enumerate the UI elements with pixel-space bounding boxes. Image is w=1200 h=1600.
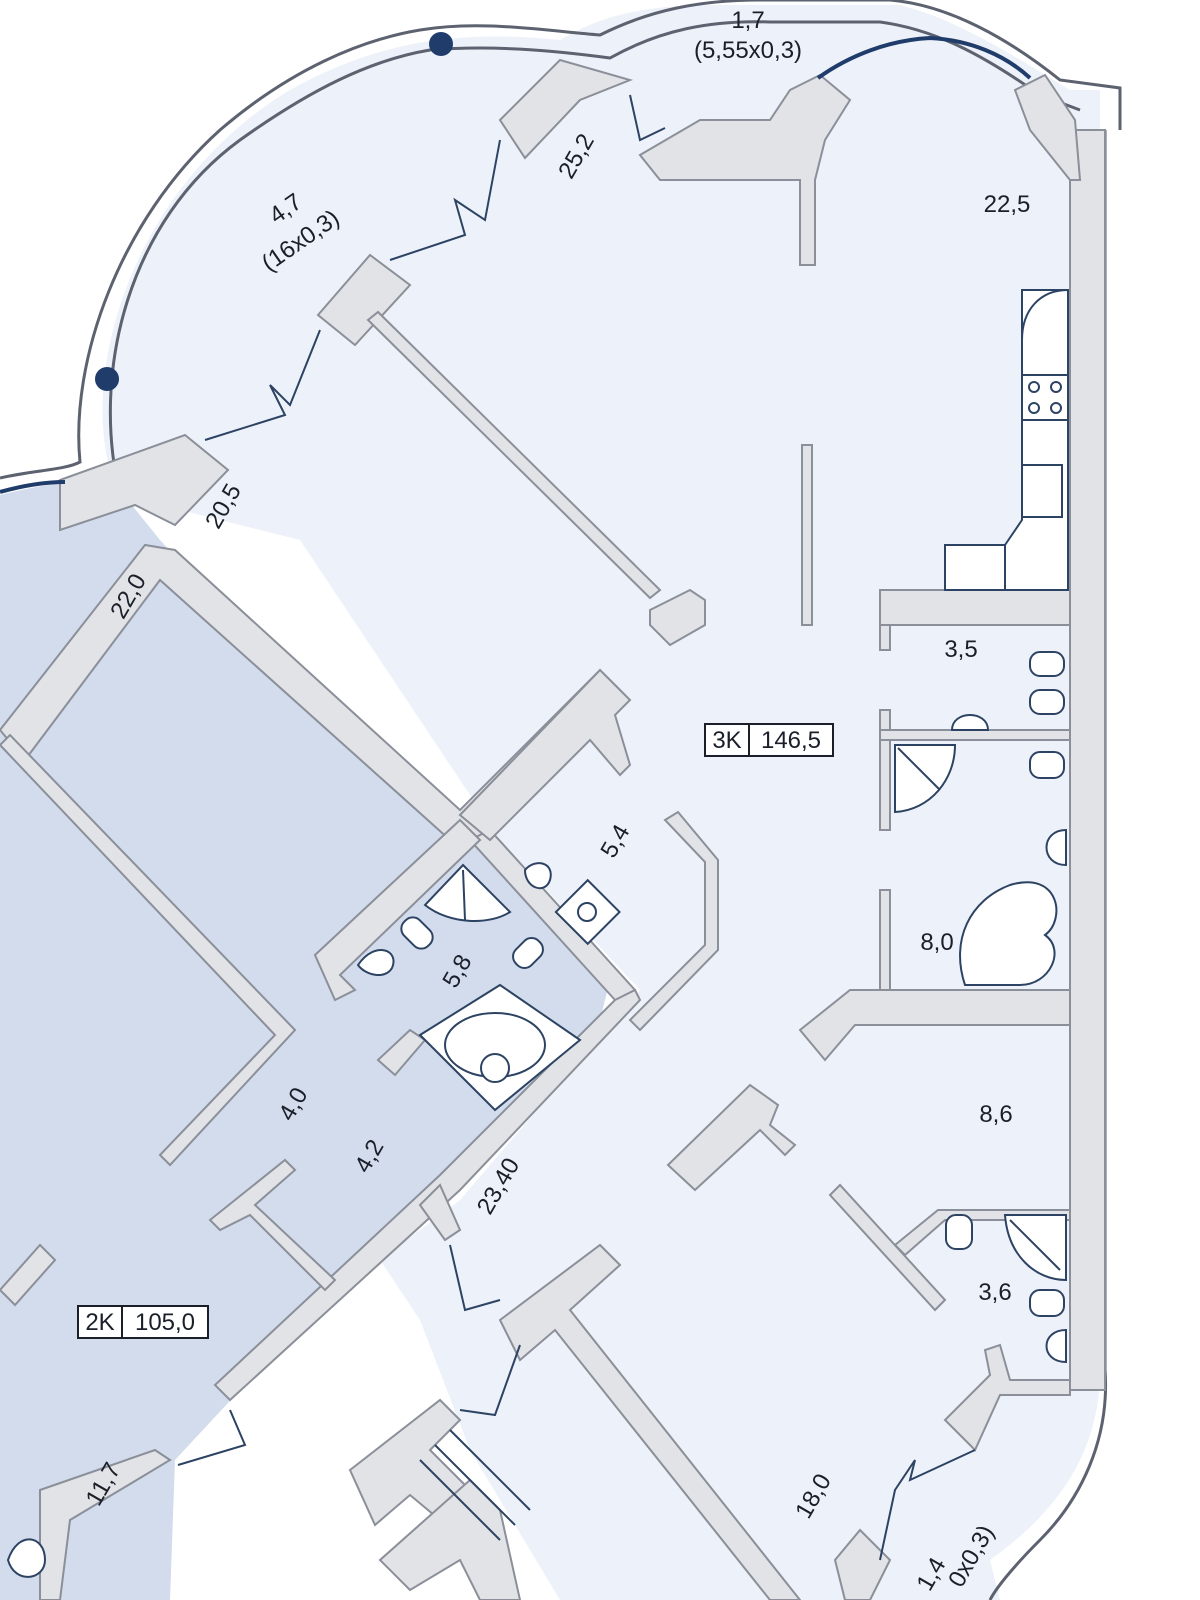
door-2k-exit — [177, 1409, 247, 1466]
wall-11-7-frame — [39, 1448, 172, 1600]
sink-icon — [1029, 1289, 1065, 1317]
room-area-label: 22,5 — [984, 191, 1031, 218]
wall-bottom-pier — [833, 1528, 892, 1600]
wall-entry-block — [498, 1243, 802, 1600]
apartment-type: 3K — [712, 727, 741, 754]
marker-dot-left — [95, 367, 119, 391]
room-area-label: 8,0 — [920, 929, 953, 956]
shower-drain-line — [897, 747, 941, 791]
wall-bath-3-6-frame — [893, 1209, 1071, 1257]
wall-bath-top — [879, 589, 1071, 626]
outer-facade-right — [988, 130, 1108, 1600]
apartment-area: 105,0 — [135, 1309, 195, 1336]
toilet-icon — [512, 937, 544, 969]
wall-2k-corridor — [208, 1158, 337, 1292]
room-area-label: 1,7 — [731, 7, 764, 34]
room-dims-label: (5,55x0,3) — [694, 37, 802, 64]
wall-bath-left-2 — [879, 709, 891, 831]
room-area-label: 3,5 — [944, 636, 977, 663]
wall-5-4-top — [458, 668, 632, 842]
window-left-edge — [0, 480, 66, 494]
kitchen-sink — [1021, 464, 1063, 518]
toilet-icon — [1029, 751, 1065, 779]
door-balcony-4 — [879, 1449, 976, 1561]
wall-bath-mid — [879, 729, 1071, 741]
wall-lower-diag-1 — [828, 1183, 947, 1312]
wall-balcony-pier-3 — [59, 433, 230, 532]
sink-icon — [950, 714, 990, 731]
shower-icon — [423, 863, 512, 922]
shower-drain-line — [462, 869, 466, 921]
wall-arch-right — [1013, 73, 1082, 181]
wall-2k-lower-pier — [0, 1243, 57, 1307]
wall-2k-diagonal — [0, 733, 297, 1167]
marker-dot-top — [429, 32, 453, 56]
shower-drain-line — [1009, 1219, 1061, 1271]
wall-bath-left-3 — [879, 889, 891, 991]
wall-lower-right — [943, 1343, 1071, 1452]
wall-balcony-pier-1 — [498, 58, 634, 160]
sink-icon — [1045, 1328, 1067, 1364]
wall-lower-pier-1 — [666, 1083, 797, 1192]
apartment-area: 146,5 — [761, 727, 821, 754]
room-area-label: 8,6 — [979, 1101, 1012, 1128]
wall-2k-bottom-diag — [418, 1183, 462, 1242]
stove-burner-icon — [1050, 402, 1062, 414]
wall-kitchen-divider — [801, 444, 813, 626]
stove-burner-icon — [1028, 402, 1040, 414]
sink-icon — [356, 949, 395, 976]
apartment-badge-3k: 3K 146,5 — [704, 723, 834, 757]
apartment-badge-2k: 2K 105,0 — [77, 1305, 209, 1339]
wall-arch-left — [638, 73, 852, 266]
outer-facade-inner — [108, 20, 1081, 496]
wall-exterior-right — [1069, 129, 1106, 1391]
door-entry-2 — [459, 1344, 521, 1417]
outer-facade-outline — [0, 0, 1122, 480]
stove-burner-icon — [1050, 381, 1062, 393]
sink-icon — [1045, 828, 1067, 867]
window-balcony-arch — [816, 35, 1032, 80]
stove-burner-icon — [1028, 381, 1040, 393]
sink-icon — [523, 862, 552, 890]
wall-balcony-pier-2 — [316, 253, 412, 347]
step-lines — [419, 1429, 531, 1541]
bathtub-icon — [959, 881, 1058, 986]
wall-bath-bottom — [798, 989, 1071, 1062]
sink-icon — [6, 1538, 47, 1578]
kitchen-counter-curve — [1021, 289, 1069, 341]
wall-pier-mid — [649, 588, 706, 647]
kitchen-stove — [1021, 374, 1069, 421]
apartment-type: 2K — [85, 1309, 114, 1336]
toilet-icon — [400, 916, 434, 950]
wall-5-4-curve — [628, 810, 719, 1032]
shower-icon — [894, 744, 957, 814]
door-entry-1 — [449, 1244, 501, 1312]
room-area-label: 3,6 — [978, 1279, 1011, 1306]
toilet-icon — [1029, 651, 1065, 677]
wall-2k-bath-frame — [313, 818, 482, 1002]
toilet-icon — [945, 1214, 973, 1250]
bathtub-head-icon — [480, 1053, 510, 1083]
kitchen-table — [944, 544, 1006, 591]
door-balcony-2 — [204, 329, 321, 441]
door-balcony-3 — [629, 94, 666, 142]
wall-bath-left-1 — [879, 624, 891, 651]
wall-living-divider — [366, 310, 662, 600]
door-balcony-1 — [389, 139, 501, 261]
sink-icon — [1029, 689, 1065, 715]
wall-party-lower — [213, 988, 642, 1402]
washer-drum-icon — [577, 902, 597, 922]
washer-icon — [554, 878, 621, 946]
bathtub-icon — [418, 983, 582, 1112]
